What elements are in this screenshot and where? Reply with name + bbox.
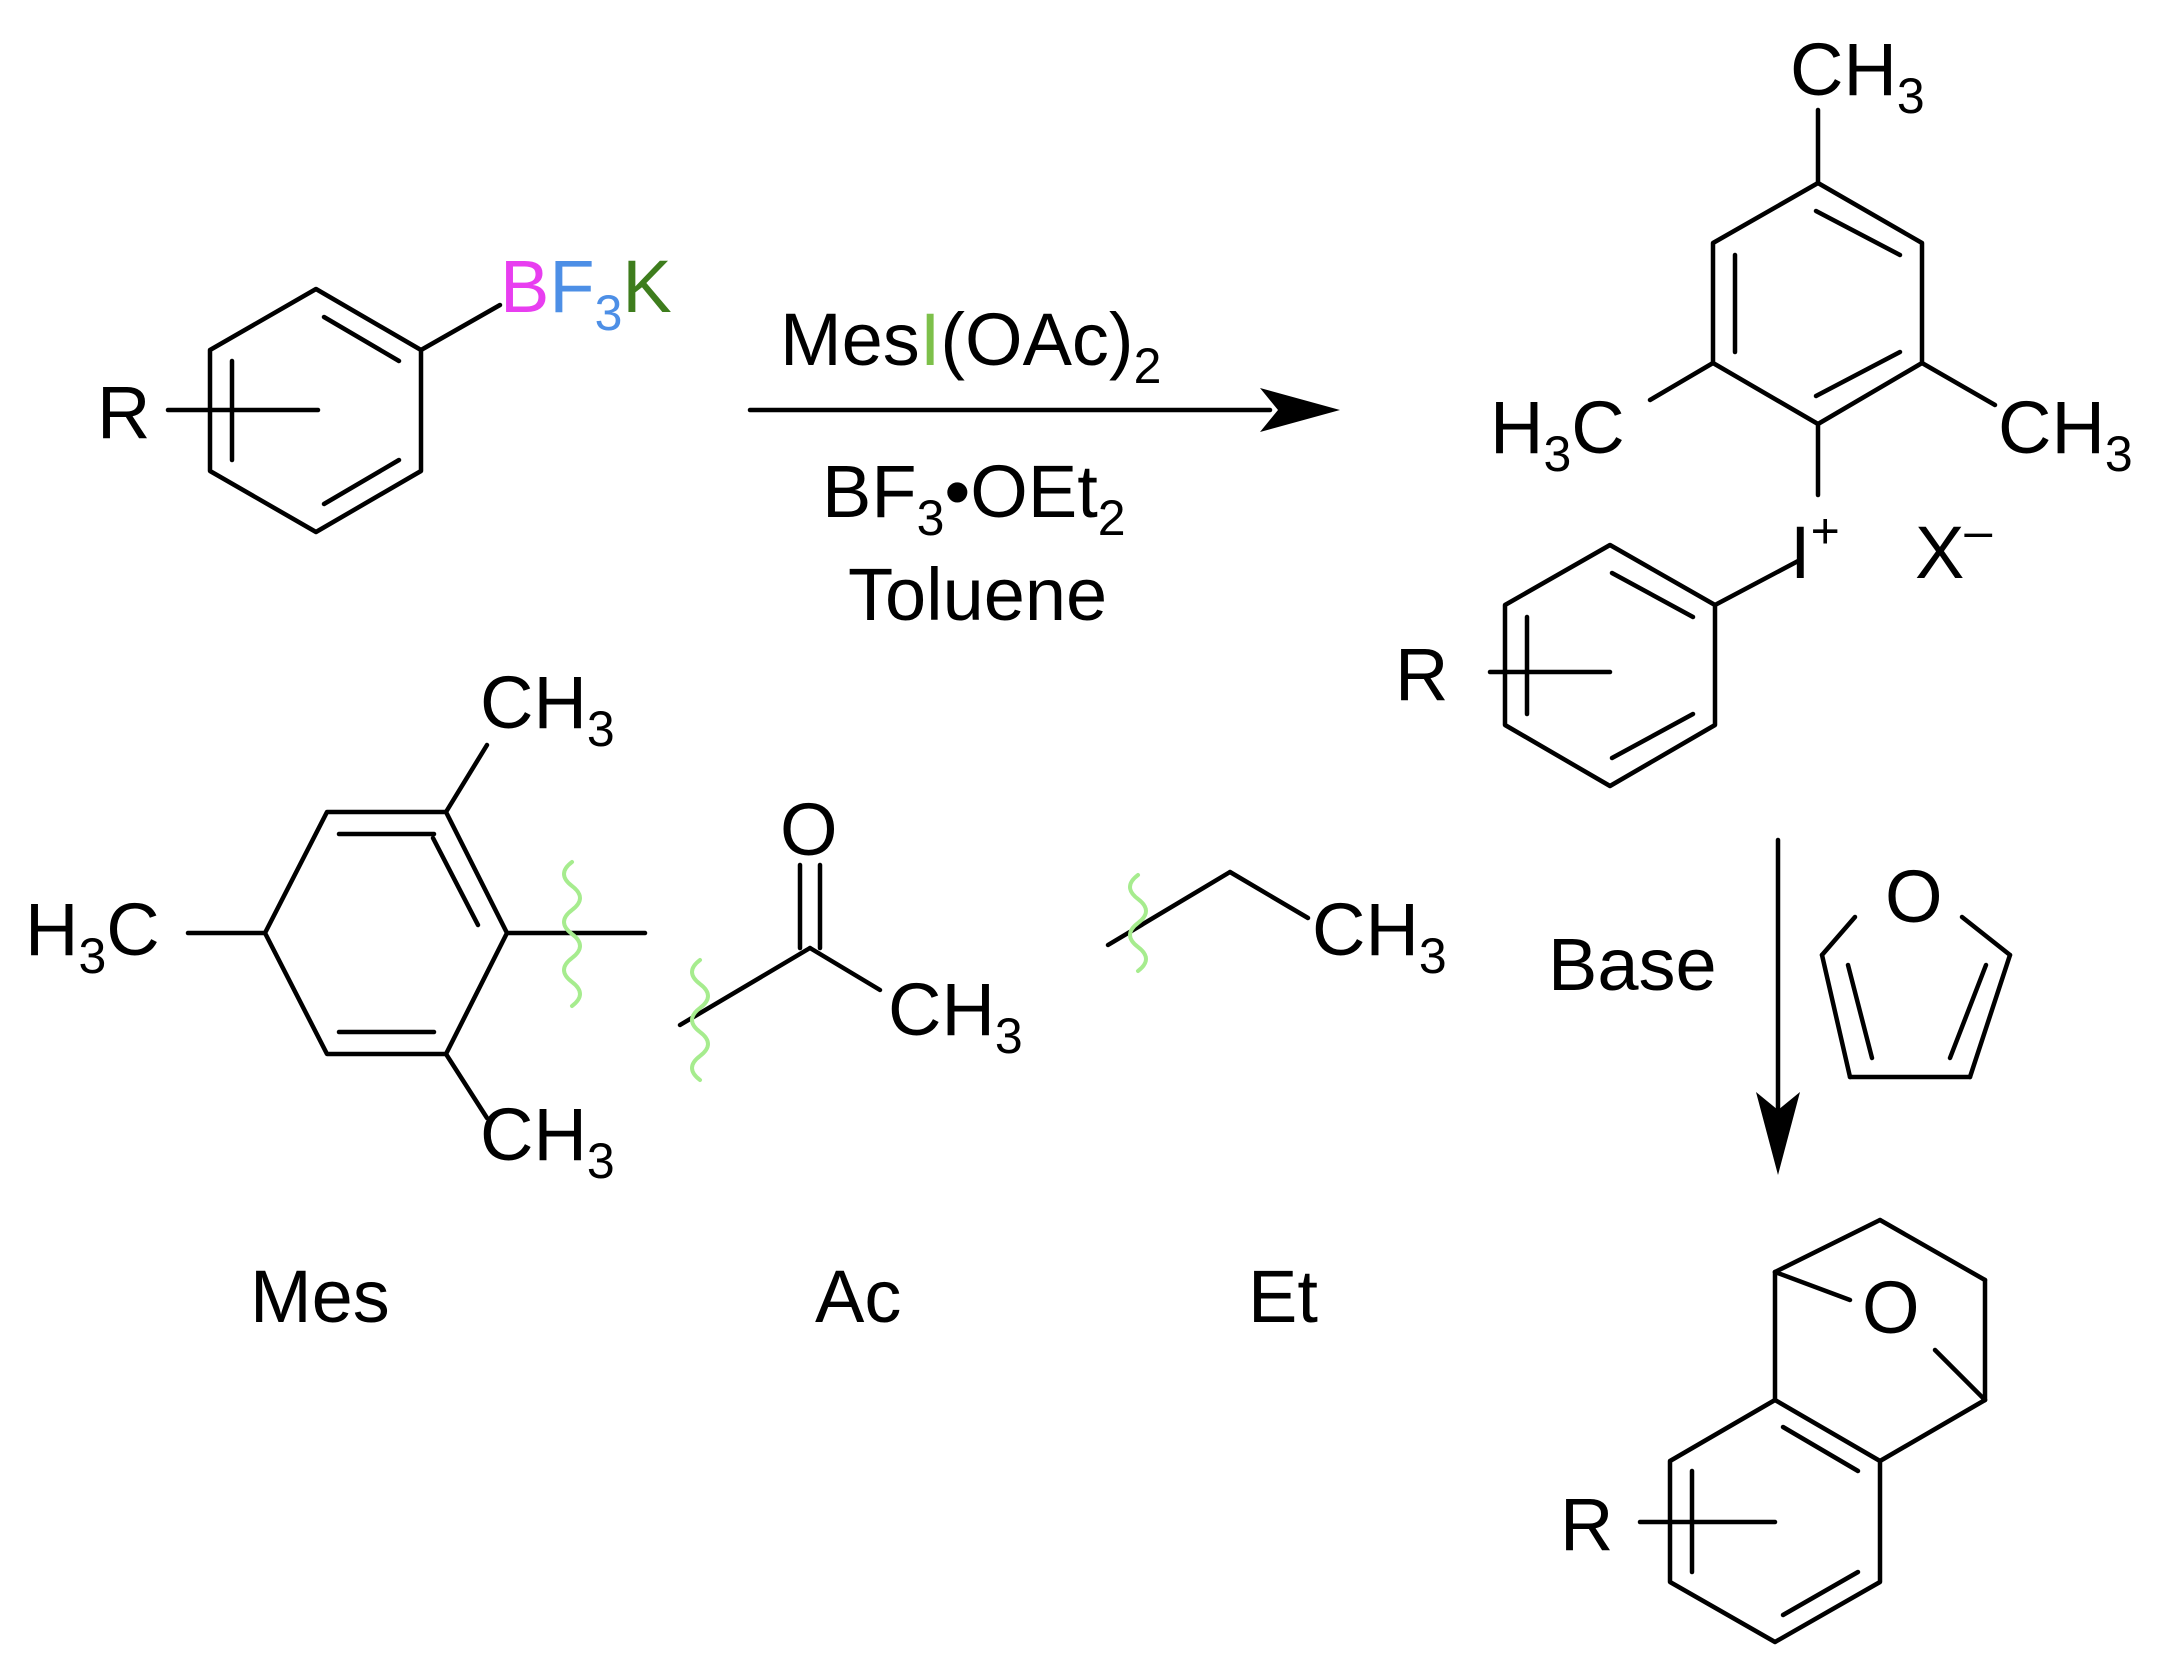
reactant-bf3k-label: BF3K <box>500 245 672 341</box>
et-attachment-wavy <box>1128 873 1148 973</box>
intermediate-counterion-label: X– <box>1915 503 1992 594</box>
mes-attachment-wavy <box>562 860 582 1008</box>
product-r-label: R <box>1560 1483 1613 1566</box>
et-name-label: Et <box>1248 1255 1318 1338</box>
furan-oxygen-label: O <box>1885 855 1943 938</box>
reactant-r-label: R <box>97 371 150 454</box>
reactant-boron-bond <box>418 302 503 353</box>
mes-methyl-top: CH3 <box>480 661 615 757</box>
potassium-atom: K <box>622 245 671 328</box>
intermediate-methyl-top: CH3 <box>1790 28 1925 124</box>
legend-et: CH3 Et <box>1105 869 1447 1338</box>
reagent-iodine-atom: I <box>920 298 941 381</box>
ac-oxygen-label: O <box>780 788 838 871</box>
mes-ring <box>262 809 510 1057</box>
step1-lewis-acid-label: BF3•OEt2 <box>822 450 1126 546</box>
intermediate-iodonium-label: I+ <box>1790 503 1840 594</box>
furan-reagent: O <box>1819 855 2013 1080</box>
intermediate-aryl-group: R <box>1395 542 1718 789</box>
fluorine-atom: F <box>549 245 594 328</box>
product-oxygen-label: O <box>1862 1266 1920 1349</box>
fluorine-count: 3 <box>595 285 623 341</box>
intermediate-r-label: R <box>1395 633 1448 716</box>
step1-reagent-label: MesI(OAc)2 <box>780 298 1161 394</box>
intermediate-mesityl-ring <box>1710 180 1925 427</box>
step1-arrow <box>747 388 1340 432</box>
mes-methyl-bottom: CH3 <box>480 1093 615 1189</box>
mes-methyl-left: H3C <box>25 888 160 984</box>
ac-name-label: Ac <box>815 1255 901 1338</box>
furan-ring <box>1819 914 2013 1080</box>
legend-mes: CH3 H3C CH3 Mes <box>25 661 648 1338</box>
ac-methyl-label: CH3 <box>888 968 1023 1064</box>
step2-arrow <box>1756 837 1800 1175</box>
intermediate-mesityl-group: CH3 H3C CH3 <box>1490 28 2133 482</box>
et-methyl-label: CH3 <box>1312 888 1447 984</box>
intermediate-aryl-ring <box>1502 542 1718 789</box>
intermediate-methyl-right: CH3 <box>1998 386 2133 482</box>
ac-skeleton <box>677 862 883 1028</box>
product-bicyclic-bridge <box>1772 1217 1988 1464</box>
iodine-aryl-bond <box>1712 557 1803 608</box>
step1-solvent-label: Toluene <box>848 553 1107 636</box>
step2-base-label: Base <box>1548 923 1717 1006</box>
et-skeleton <box>1105 869 1311 948</box>
boron-atom: B <box>500 245 549 328</box>
legend-ac: O CH3 Ac <box>677 788 1023 1338</box>
ac-attachment-wavy <box>690 958 710 1082</box>
intermediate-methyl-left: H3C <box>1490 386 1625 482</box>
product-oxabenzonorbornadiene: R O <box>1560 1217 1988 1645</box>
mes-name-label: Mes <box>250 1255 390 1338</box>
reactant-aryltrifluoroborate: R BF3K <box>97 245 672 535</box>
